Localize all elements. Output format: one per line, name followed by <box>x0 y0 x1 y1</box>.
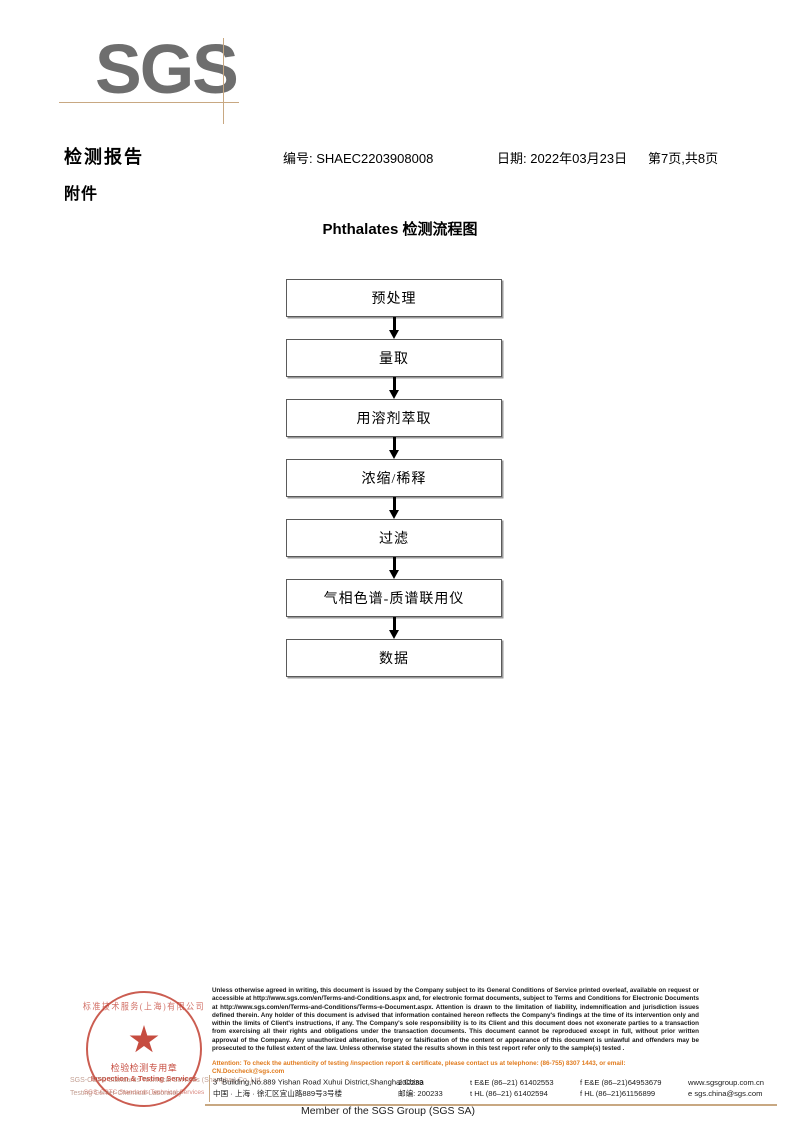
website-link[interactable]: www.sgsgroup.com.cn <box>688 1077 764 1087</box>
logo-horizontal-rule <box>59 102 239 103</box>
postal-code-cn: 邮编: 200233 <box>398 1089 443 1099</box>
footer-rule <box>205 1104 777 1106</box>
legal-disclaimer-text: Unless otherwise agreed in writing, this… <box>212 987 699 1053</box>
flowchart-title: Phthalates 检测流程图 <box>322 221 478 238</box>
fax-hl: f HL (86–21)61156899 <box>580 1089 656 1099</box>
flow-arrow-icon <box>286 617 502 639</box>
page-title: 检测报告 <box>64 147 144 167</box>
flow-arrow-icon <box>286 557 502 579</box>
seal-english-label: Inspection & Testing Services <box>90 1074 198 1083</box>
flow-node-label: 浓缩/稀释 <box>361 472 427 487</box>
flow-node-gcms: 气相色谱-质谱联用仪 <box>286 579 502 617</box>
flow-arrow-icon <box>286 317 502 339</box>
address-line-en: 3rdBuilding,No.889 Yishan Road Xuhui Dis… <box>213 1077 424 1087</box>
flow-node-label: 量取 <box>379 352 409 367</box>
flow-node-solvent-extraction: 用溶剂萃取 <box>286 399 502 437</box>
attachment-label: 附件 <box>64 186 99 203</box>
logo-vertical-rule <box>223 38 224 124</box>
address-divider <box>209 1075 210 1102</box>
address-line-cn: 中国 · 上海 · 徐汇区宜山路889号3号楼 <box>213 1089 343 1099</box>
seal-arc-bottom-text: SGS-CSTC Standards Technical Services <box>83 1089 205 1096</box>
page-footer: 标准技术服务(上海)有限公司 检验检测专用章 Inspection & Test… <box>0 975 800 1131</box>
flow-arrow-icon <box>286 377 502 399</box>
seal-overlay-line-1: SGS-CSTC Standards Technical Services (S… <box>70 1077 263 1084</box>
sgs-logo: SGS <box>59 34 275 124</box>
flow-node-label: 气相色谱-质谱联用仪 <box>323 592 465 607</box>
address-row: 中国 · 上海 · 徐汇区宜山路889号3号楼 邮编: 200233 t HL … <box>213 1088 783 1100</box>
seal-overlay-line-2: Testing Center-Chemical Laboratory <box>70 1090 183 1097</box>
flow-node-filtration: 过滤 <box>286 519 502 557</box>
seal-ring <box>86 991 202 1107</box>
flow-node-measuring: 量取 <box>286 339 502 377</box>
sgs-logo-text: SGS <box>95 30 239 108</box>
flow-node-pretreatment: 预处理 <box>286 279 502 317</box>
flow-node-label: 用溶剂萃取 <box>356 412 432 427</box>
report-date: 日期: 2022年03月23日 <box>497 151 628 166</box>
flow-node-label: 预处理 <box>371 292 417 307</box>
report-number: 编号: SHAEC2203908008 <box>283 151 434 166</box>
flow-arrow-icon <box>286 497 502 519</box>
member-statement: Member of the SGS Group (SGS SA) <box>301 1105 475 1117</box>
address-row: 3rdBuilding,No.889 Yishan Road Xuhui Dis… <box>213 1076 783 1088</box>
page-indicator: 第7页,共8页 <box>648 151 719 166</box>
flow-node-data: 数据 <box>286 639 502 677</box>
seal-arc-top-text: 标准技术服务(上海)有限公司 <box>82 1001 206 1012</box>
postal-code-en: 200233 <box>398 1077 424 1087</box>
fax-ee: f E&E (86–21)64953679 <box>580 1077 662 1087</box>
seal-chinese-label: 检验检测专用章 <box>110 1063 178 1073</box>
flowchart: 预处理 量取 用溶剂萃取 浓缩/稀释 过滤 气相色谱-质谱联用仪 数据 <box>286 279 502 677</box>
flow-node-label: 过滤 <box>379 532 409 547</box>
address-block: 3rdBuilding,No.889 Yishan Road Xuhui Dis… <box>213 1076 783 1100</box>
telephone-ee: t E&E (86–21) 61402553 <box>470 1077 554 1087</box>
flow-arrow-icon <box>286 437 502 459</box>
flow-node-label: 数据 <box>379 652 409 667</box>
company-seal-stamp: 标准技术服务(上海)有限公司 检验检测专用章 Inspection & Test… <box>70 985 262 1117</box>
email-link[interactable]: e sgs.china@sgs.com <box>688 1089 763 1099</box>
telephone-hl: t HL (86–21) 61402594 <box>470 1089 548 1099</box>
flow-node-concentration-dilution: 浓缩/稀释 <box>286 459 502 497</box>
attention-notice-text: Attention: To check the authenticity of … <box>212 1060 626 1076</box>
